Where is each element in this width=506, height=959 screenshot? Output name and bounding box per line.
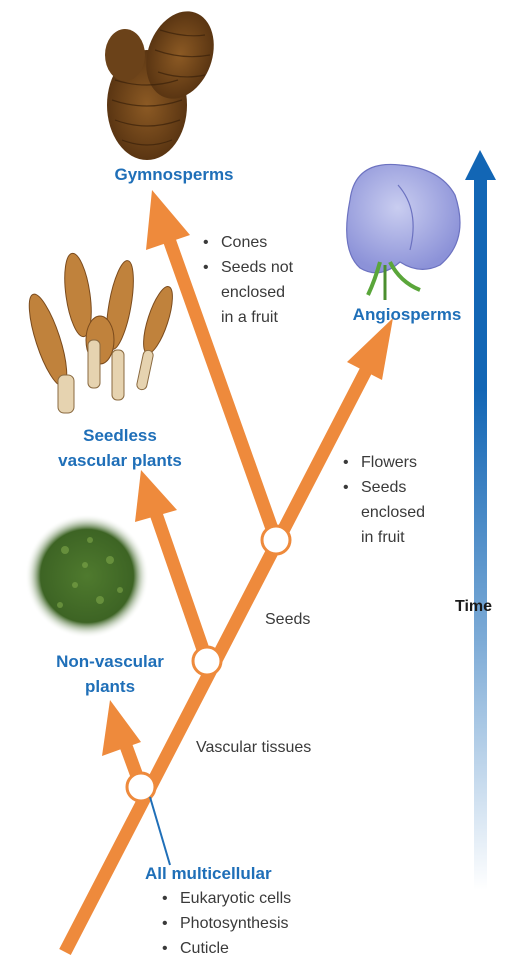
angio-trait-3: enclosed: [361, 504, 425, 521]
trait-bullet: •: [162, 915, 168, 932]
vascular-node: [193, 647, 221, 675]
seedless-arrowhead: [135, 470, 177, 522]
moss-icon: [25, 514, 149, 638]
horsetail-icon: [22, 252, 179, 413]
seedless-label-line1: Seedless: [83, 426, 157, 445]
trait-bullet: •: [203, 234, 209, 251]
gymno-trait-4: in a fruit: [221, 309, 278, 326]
trait-bullet: •: [343, 479, 349, 496]
nonvascular-arrowhead: [102, 700, 141, 756]
nonvascular-label-line2: plants: [85, 677, 135, 696]
base-trait-1: Eukaryotic cells: [180, 890, 291, 907]
gymno-trait-2: Seeds not: [221, 259, 294, 276]
trait-bullet: •: [162, 890, 168, 907]
angio-trait-1: Flowers: [361, 454, 417, 471]
base-trait-3: Cuticle: [180, 940, 229, 957]
trait-bullet: •: [203, 259, 209, 276]
seedless-branch: [153, 505, 207, 661]
gymno-trait-3: enclosed: [221, 284, 285, 301]
time-arrow: [465, 150, 496, 890]
seeds-innovation-label: Seeds: [265, 611, 310, 628]
angio-trait-4: in fruit: [361, 529, 405, 546]
time-label: Time: [455, 598, 492, 615]
multicellular-label: All multicellular: [145, 864, 272, 883]
base-trait-2: Photosynthesis: [180, 915, 289, 932]
multicellular-pointer: [150, 797, 170, 865]
seed-node: [262, 526, 290, 554]
angiosperms-label: Angiosperms: [353, 305, 462, 324]
trait-bullet: •: [343, 454, 349, 471]
flower-icon: [347, 164, 460, 300]
gymnosperm-arrowhead: [146, 190, 190, 250]
gymnosperms-label: Gymnosperms: [114, 165, 233, 184]
seedless-label-line2: vascular plants: [58, 451, 182, 470]
pine-cone-icon: [105, 2, 225, 160]
nonvascular-label-line1: Non-vascular: [56, 652, 164, 671]
angiosperm-arrowhead: [347, 318, 393, 380]
vascular-innovation-label: Vascular tissues: [196, 739, 311, 756]
gymno-trait-1: Cones: [221, 234, 267, 251]
trait-bullet: •: [162, 940, 168, 957]
angio-trait-2: Seeds: [361, 479, 406, 496]
